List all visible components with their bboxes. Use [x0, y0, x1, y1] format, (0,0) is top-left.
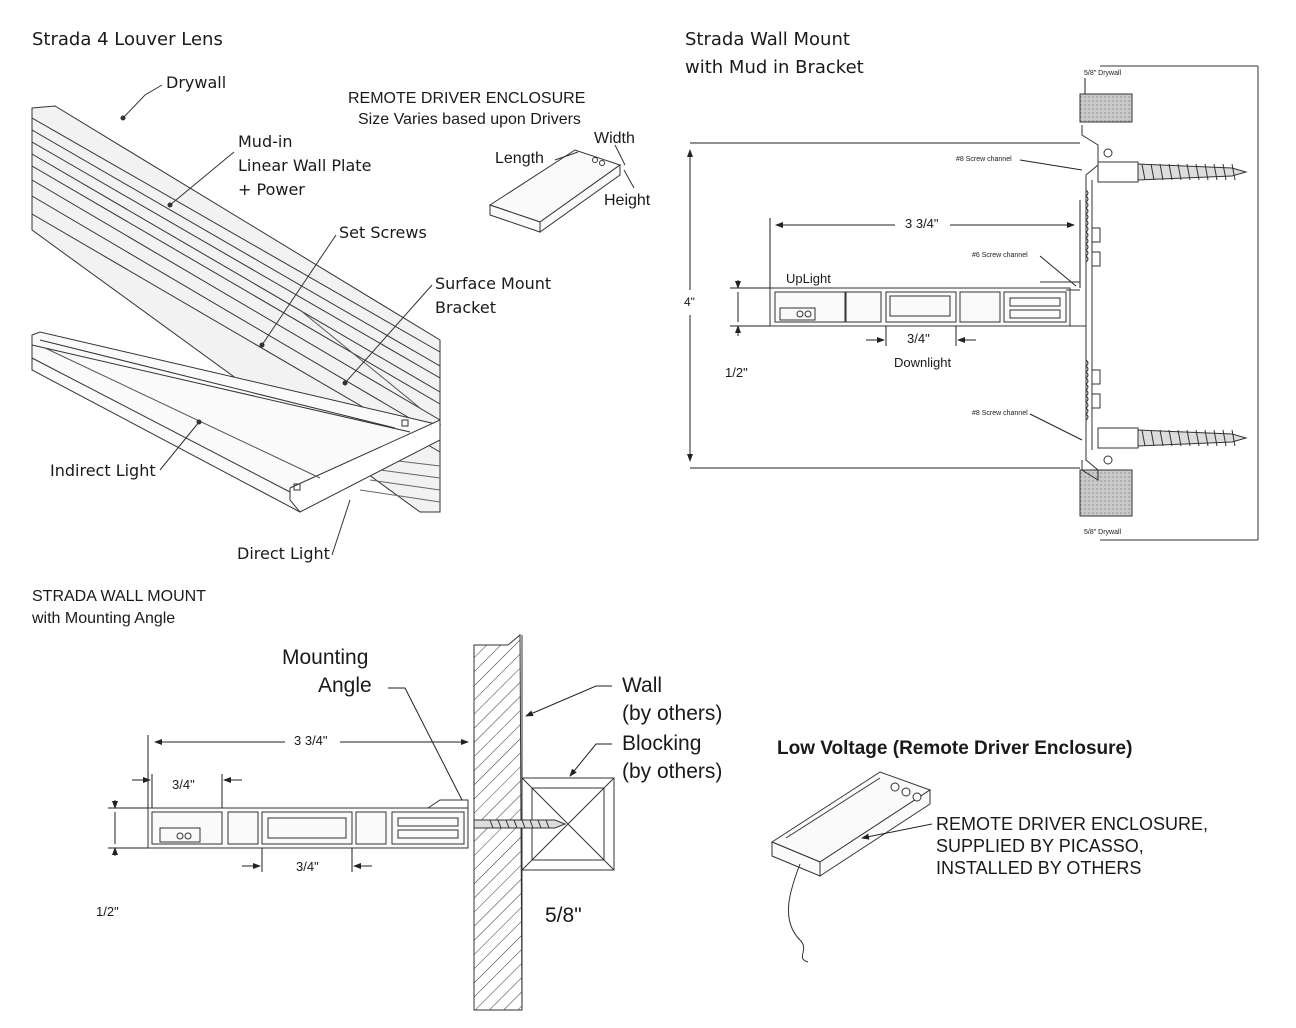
panel1-leaders [120, 84, 433, 556]
enclosure-note-3: INSTALLED BY OTHERS [936, 858, 1142, 878]
panel3-34-bottom-dim: 3/4" [296, 859, 319, 874]
mudin-label-3: + Power [238, 180, 305, 199]
panel3-title-2: with Mounting Angle [32, 610, 176, 627]
louver-lens-illustration [31, 105, 442, 513]
blocking-label-1: Blocking [622, 732, 702, 755]
screw-channel-8-top-label: #8 Screw channel [956, 156, 1012, 163]
uplight-label: UpLight [786, 271, 831, 286]
mounting-angle-label-1: Mounting [282, 646, 369, 669]
low-voltage-enclosure [770, 771, 933, 963]
panel2-width-dim: 3 3/4" [905, 216, 939, 231]
wall-label-2: (by others) [622, 702, 723, 725]
drywall-label: Drywall [166, 73, 227, 92]
surface-mount-label-1: Surface Mount [435, 274, 552, 293]
panel2-title-2: with Mud in Bracket [685, 57, 864, 78]
length-label: Length [495, 150, 544, 167]
direct-light-label: Direct Light [237, 544, 330, 563]
wall-label-1: Wall [622, 674, 663, 697]
mudin-label-1: Mud-in [238, 132, 293, 151]
panel3-dimensions [108, 685, 612, 872]
panel3-half-dim: 1/2" [96, 904, 119, 919]
enclosure-subtitle: Size Varies based upon Drivers [358, 111, 581, 128]
height-label: Height [604, 192, 651, 209]
set-screws-label: Set Screws [339, 223, 427, 242]
enclosure-note-2: SUPPLIED BY PICASSO, [936, 836, 1144, 856]
wall-mount-section [769, 65, 1259, 541]
panel1-title: Strada 4 Louver Lens [32, 29, 223, 50]
screw-channel-8-bottom-label: #8 Screw channel [972, 410, 1028, 417]
enclosure-box-small [488, 144, 635, 233]
screw-channel-6-label: #6 Screw channel [972, 252, 1028, 259]
panel2-34-dim: 3/4" [907, 331, 930, 346]
panel2-height-dim: 4" [684, 295, 695, 309]
low-voltage-title: Low Voltage (Remote Driver Enclosure) [777, 738, 1133, 759]
downlight-label: Downlight [894, 355, 952, 370]
indirect-light-label: Indirect Light [50, 461, 156, 480]
panel3-title-1: STRADA WALL MOUNT [32, 588, 206, 605]
mounting-angle-section [147, 633, 615, 1011]
blocking-label-2: (by others) [622, 760, 723, 783]
mudin-label-2: Linear Wall Plate [238, 156, 372, 175]
panel2-half-dim: 1/2" [725, 365, 748, 380]
panel3-58-dim: 5/8" [545, 904, 582, 927]
panel2-title-1: Strada Wall Mount [685, 29, 850, 50]
panel3-34-top-dim: 3/4" [172, 777, 195, 792]
drywall-top-label: 5/8" Drywall [1084, 70, 1122, 77]
mounting-angle-label-2: Angle [318, 674, 372, 697]
enclosure-note-1: REMOTE DRIVER ENCLOSURE, [936, 814, 1209, 834]
panel2-dimensions [687, 78, 1086, 469]
drywall-bottom-label: 5/8" Drywall [1084, 529, 1122, 536]
surface-mount-label-2: Bracket [435, 298, 496, 317]
width-label: Width [594, 130, 635, 147]
panel3-width-dim: 3 3/4" [294, 733, 328, 748]
enclosure-title: REMOTE DRIVER ENCLOSURE [348, 90, 586, 107]
